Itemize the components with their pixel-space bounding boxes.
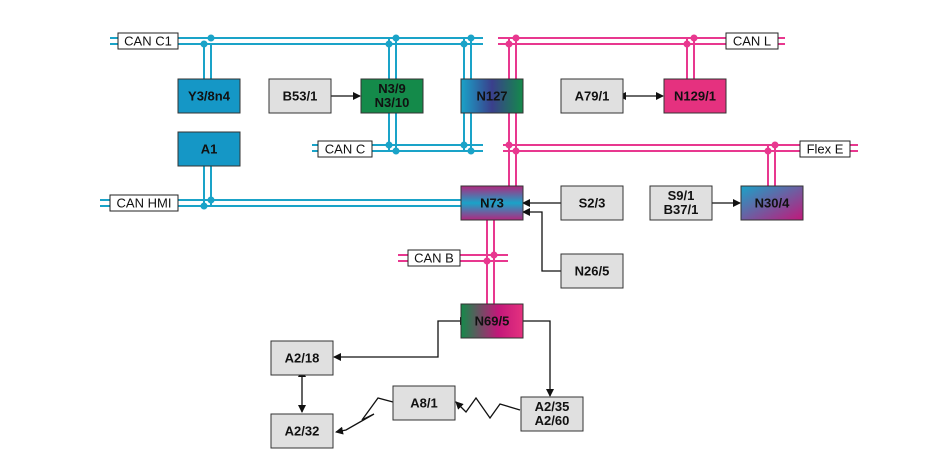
bus-label-can-l: CAN L [725, 32, 779, 50]
module-label: B53/1 [283, 89, 318, 104]
module-n3-9: N3/9 N3/10 [360, 78, 424, 114]
bus-label-text: Flex E [807, 142, 844, 157]
bus-label-can-c1: CAN C1 [117, 32, 179, 50]
module-label: N26/5 [575, 264, 610, 279]
module-n127: N127 [460, 78, 524, 114]
bus-label-text: CAN HMI [117, 196, 172, 211]
module-a2-32: A2/32 [270, 413, 334, 449]
bus-label-text: CAN B [414, 251, 454, 266]
flex-magenta-wiring [398, 37, 858, 304]
module-label: A2/32 [285, 424, 320, 439]
module-label: S2/3 [579, 196, 606, 211]
module-label: A2/60 [535, 413, 570, 428]
bus-label-text: CAN C1 [124, 34, 172, 49]
module-label: B37/1 [664, 202, 699, 217]
module-label: N73 [480, 196, 504, 211]
bus-label-text: CAN L [733, 34, 771, 49]
module-label: A2/18 [285, 351, 320, 366]
module-s9-1: S9/1 B37/1 [649, 185, 713, 221]
module-label: N129/1 [674, 89, 716, 104]
bus-label-can-b: CAN B [407, 249, 461, 267]
bus-label-text: CAN C [325, 142, 365, 157]
module-label: A2/35 [535, 399, 570, 414]
module-a2-35: A2/35 A2/60 [520, 396, 584, 432]
module-b53-1: B53/1 [268, 78, 332, 114]
can-blue-junctions [200, 34, 475, 210]
module-a8-1: A8/1 [392, 385, 456, 421]
module-a2-18: A2/18 [270, 340, 334, 376]
module-label: A8/1 [410, 396, 437, 411]
module-s2-3: S2/3 [560, 185, 624, 221]
module-label: S9/1 [668, 188, 695, 203]
module-label: N127 [476, 89, 507, 104]
module-y3-8n4: Y3/8n4 [177, 78, 241, 114]
module-n73: N73 [460, 185, 524, 221]
module-label: N3/9 [378, 81, 405, 96]
module-label: N69/5 [475, 314, 510, 329]
module-n30-4: N30/4 [740, 185, 804, 221]
bus-label-can-c: CAN C [317, 140, 373, 158]
module-n69-5: N69/5 [460, 303, 524, 339]
module-a79-1: A79/1 [560, 78, 624, 114]
module-label: A79/1 [575, 89, 610, 104]
can-blue-wiring [100, 37, 483, 207]
module-label: A1 [201, 142, 218, 157]
signal-arrows [298, 92, 741, 435]
bus-label-flex-e: Flex E [799, 140, 851, 158]
module-label: N3/10 [375, 95, 410, 110]
module-a1: A1 [177, 131, 241, 167]
module-n129-1: N129/1 [663, 78, 727, 114]
flex-magenta-junctions [483, 34, 779, 265]
module-label: N30/4 [755, 196, 790, 211]
bus-label-can-hmi: CAN HMI [109, 194, 179, 212]
module-n26-5: N26/5 [560, 253, 624, 289]
module-label: Y3/8n4 [188, 89, 231, 104]
